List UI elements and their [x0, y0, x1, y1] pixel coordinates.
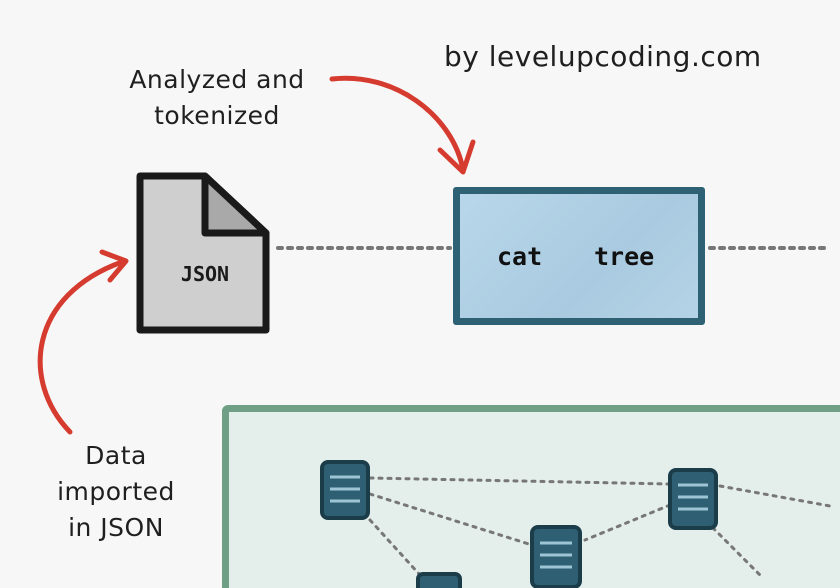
arrow-to-token-box — [329, 75, 476, 175]
token-2: tree — [594, 242, 655, 271]
annotation-analyzed: Analyzed and tokenized — [92, 62, 342, 134]
annotation-analyzed-line-2: tokenized — [154, 101, 280, 130]
annotation-imported-line-1: Data — [85, 441, 147, 470]
annotation-imported-line-2: imported — [57, 477, 175, 506]
annotation-imported: Data imported in JSON — [30, 438, 202, 546]
annotation-analyzed-line-1: Analyzed and — [129, 65, 305, 94]
arrow-to-json-document — [37, 249, 129, 435]
token-1: cat — [497, 242, 543, 271]
credit-text: by levelupcoding.com — [444, 40, 762, 73]
cluster-panel — [222, 405, 840, 588]
token-box — [453, 187, 705, 325]
json-label: JSON — [180, 262, 230, 286]
annotation-imported-line-3: in JSON — [68, 513, 164, 542]
json-file-icon — [136, 172, 270, 334]
